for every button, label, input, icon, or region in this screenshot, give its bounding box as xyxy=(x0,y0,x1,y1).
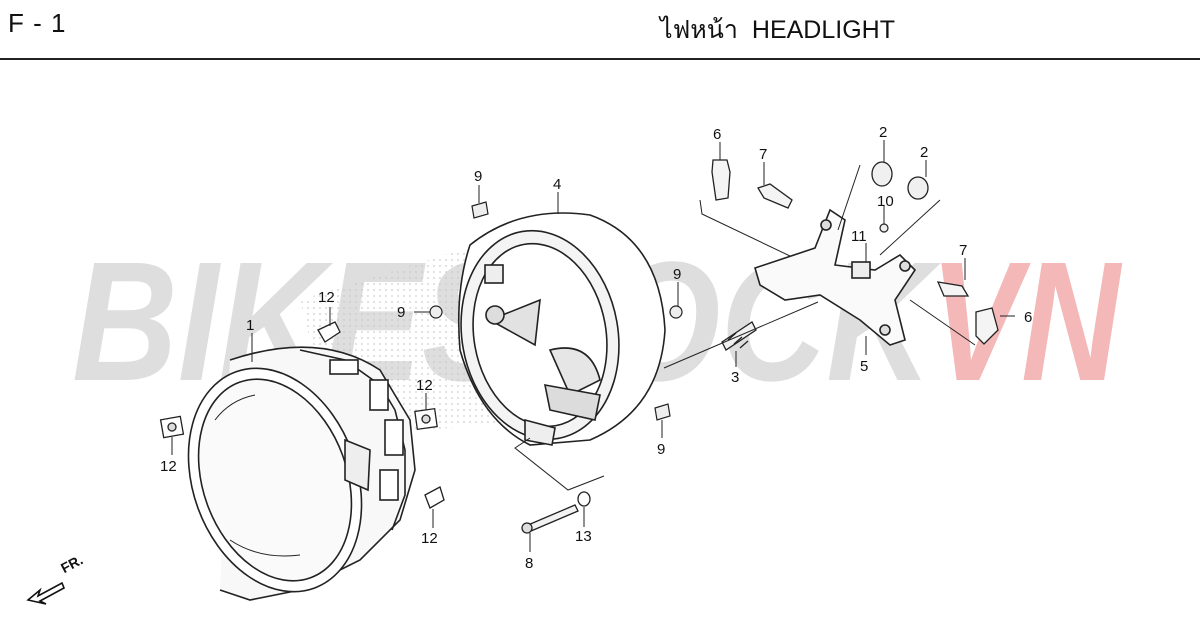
section-code: F - 1 xyxy=(8,8,67,38)
bracket-part-5 xyxy=(754,208,917,346)
header-divider xyxy=(0,58,1200,60)
callout-4: 4 xyxy=(553,176,561,193)
nut-part-10 xyxy=(879,223,889,233)
callout-2a: 2 xyxy=(879,124,887,141)
bolt-part-8 xyxy=(521,504,579,534)
callout-8: 8 xyxy=(525,555,533,572)
front-direction-arrow-icon xyxy=(26,581,66,605)
title-thai: ไฟหน้า xyxy=(660,16,738,44)
title-english: HEADLIGHT xyxy=(751,16,895,44)
callout-12d: 12 xyxy=(421,530,438,547)
callout-labels: 1 2 2 3 4 5 6 6 7 7 8 9 9 9 9 10 11 12 1… xyxy=(160,124,1032,572)
callout-10: 10 xyxy=(877,193,894,210)
headlight-case xyxy=(457,212,666,446)
callout-9d: 9 xyxy=(657,441,665,458)
callout-7a: 7 xyxy=(759,146,767,163)
callout-13: 13 xyxy=(575,528,592,545)
clip-part-12 xyxy=(159,321,445,509)
callout-9b: 9 xyxy=(397,304,405,321)
callout-12c: 12 xyxy=(160,458,177,475)
callout-1: 1 xyxy=(246,317,254,334)
callout-9c: 9 xyxy=(673,266,681,283)
page-title: ไฟหน้า HEADLIGHT xyxy=(660,10,895,50)
rubber-mount-part-2 xyxy=(871,161,929,200)
callout-7b: 7 xyxy=(959,242,967,259)
callout-9a: 9 xyxy=(474,168,482,185)
callout-6b: 6 xyxy=(1024,309,1032,326)
callout-2b: 2 xyxy=(920,144,928,161)
callout-12b: 12 xyxy=(416,377,433,394)
callout-11: 11 xyxy=(851,228,867,245)
callout-12a: 12 xyxy=(318,289,335,306)
washer-part-13 xyxy=(577,491,591,507)
headlight-unit xyxy=(187,346,416,601)
bolt-part-9 xyxy=(429,201,683,421)
bolt-part-7 xyxy=(757,183,970,297)
callout-5: 5 xyxy=(860,358,868,375)
callout-3: 3 xyxy=(731,369,739,386)
watermark-text-red: VN xyxy=(930,227,1123,417)
callout-6a: 6 xyxy=(713,126,721,143)
bolt-part-6 xyxy=(711,159,999,345)
leader-lines xyxy=(171,140,1015,552)
